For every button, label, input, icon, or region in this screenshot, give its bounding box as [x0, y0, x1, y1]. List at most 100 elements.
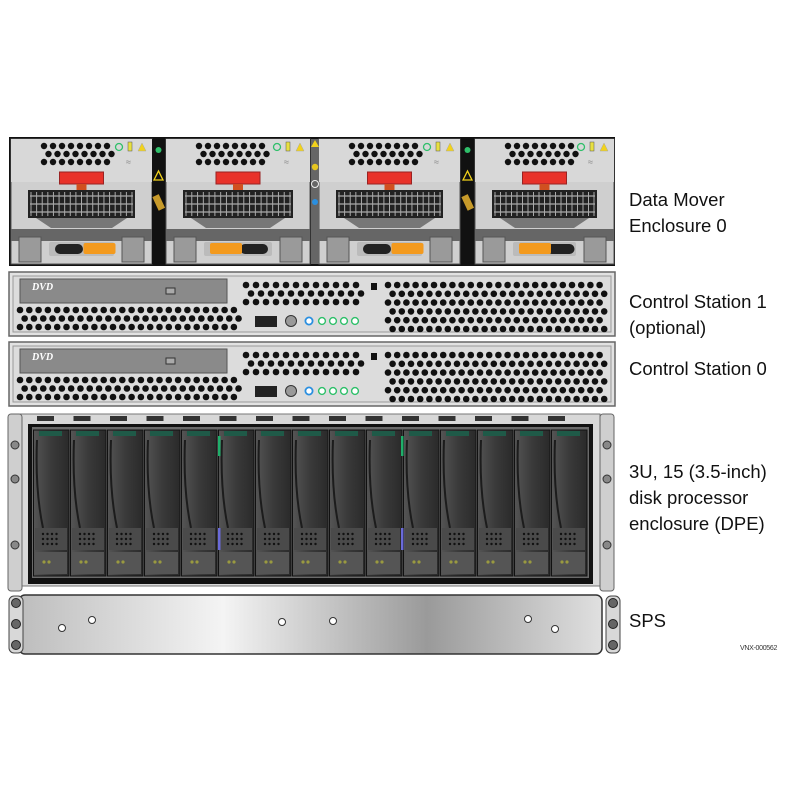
label-control-station-0: Control Station 0 — [629, 356, 767, 382]
vent-hole — [240, 142, 248, 150]
vent-hole — [157, 537, 160, 541]
vent-hole — [458, 369, 465, 376]
vent-hole — [63, 376, 70, 384]
vent-hole — [600, 290, 608, 298]
vent-hole — [416, 325, 424, 333]
vent-hole — [568, 369, 576, 376]
drive-led — [338, 560, 342, 564]
label-line: (optional) — [629, 317, 707, 338]
vent-hole — [337, 537, 341, 541]
vent-hole — [499, 532, 502, 536]
vent-hole — [567, 158, 575, 166]
release-tab — [215, 171, 261, 185]
vent-hole — [305, 532, 308, 536]
vent-hole — [262, 351, 270, 359]
vent-hole — [508, 308, 516, 315]
vent-hole — [485, 299, 493, 306]
vent-hole — [393, 158, 401, 166]
dvd-logo: DVD — [31, 352, 53, 363]
vent-hole — [462, 532, 465, 536]
vent-hole — [94, 142, 102, 150]
vent-hole — [221, 393, 228, 401]
vent-hole — [420, 542, 424, 546]
status-led — [328, 316, 338, 326]
vent-hole — [388, 542, 391, 546]
drive-led — [523, 560, 527, 564]
drive-handle-curve — [109, 439, 118, 529]
vent-hole — [490, 360, 498, 368]
vent-hole — [449, 386, 456, 394]
control-station-1: DVD — [8, 271, 616, 337]
top-vent-slot — [183, 416, 200, 421]
vent-hole — [416, 360, 424, 368]
vent-hole — [81, 393, 89, 401]
vent-hole — [240, 537, 243, 541]
vent-hole — [522, 532, 526, 536]
vent-hole — [352, 281, 360, 289]
vent-hole — [184, 376, 191, 384]
vent-hole — [35, 393, 42, 401]
vent-hole — [83, 542, 86, 546]
vent-hole — [522, 542, 526, 546]
vent-hole — [152, 542, 156, 546]
vent-hole — [268, 532, 271, 536]
vent-hole — [165, 306, 173, 314]
vent-hole — [554, 360, 562, 368]
vent-hole — [236, 150, 243, 158]
vent-hole — [467, 351, 475, 359]
vent-hole — [258, 158, 266, 166]
disk-drive — [70, 429, 107, 577]
vent-hole — [430, 299, 438, 306]
vent-hole — [540, 158, 548, 166]
vent-grille — [504, 142, 579, 166]
vent-hole — [527, 308, 534, 315]
label-line: Control Station 1 — [629, 291, 767, 312]
rack-screw — [602, 474, 612, 484]
vent-hole — [430, 386, 438, 394]
vent-hole — [513, 351, 521, 359]
label-line: 3U, 15 (3.5-inch) — [629, 461, 767, 482]
vent-hole — [467, 316, 475, 324]
vent-hole — [347, 290, 355, 297]
warning-icon — [445, 142, 455, 152]
vent-hole — [212, 376, 219, 384]
vent-hole — [558, 158, 566, 166]
vent-hole — [504, 158, 512, 166]
vent-hole — [384, 299, 392, 306]
vent-hole — [393, 142, 401, 150]
top-vent-slot — [37, 416, 54, 421]
drive-latch — [372, 431, 395, 436]
vent-hole — [188, 315, 196, 322]
vent-hole — [375, 158, 383, 166]
vent-hole — [522, 281, 530, 289]
drive-led — [486, 560, 490, 564]
vent-hole — [481, 290, 488, 298]
vent-hole — [374, 532, 378, 536]
vent-hole — [26, 393, 33, 401]
vent-hole — [92, 537, 95, 541]
vent-hole — [53, 323, 61, 331]
vent-hole — [411, 542, 415, 546]
vent-hole — [207, 385, 214, 392]
drive-led — [380, 560, 384, 564]
vent-grille — [348, 142, 423, 166]
vent-hole — [467, 281, 475, 289]
vent-hole — [573, 532, 576, 536]
sps-indicator — [551, 625, 559, 633]
vent-hole — [462, 542, 465, 546]
vent-hole — [393, 386, 401, 394]
vent-hole — [462, 537, 465, 541]
vent-hole — [393, 281, 401, 289]
vent-hole — [91, 376, 98, 384]
vent-hole — [527, 325, 534, 333]
vent-hole — [204, 158, 212, 166]
vent-hole — [495, 316, 502, 324]
vent-hole — [231, 537, 234, 541]
vent-hole — [425, 542, 428, 546]
vent-hole — [407, 395, 415, 403]
vent-hole — [202, 376, 210, 384]
vent-hole — [388, 537, 391, 541]
disk-drive — [440, 429, 477, 577]
vent-hole — [86, 385, 94, 392]
vent-hole — [327, 360, 335, 367]
